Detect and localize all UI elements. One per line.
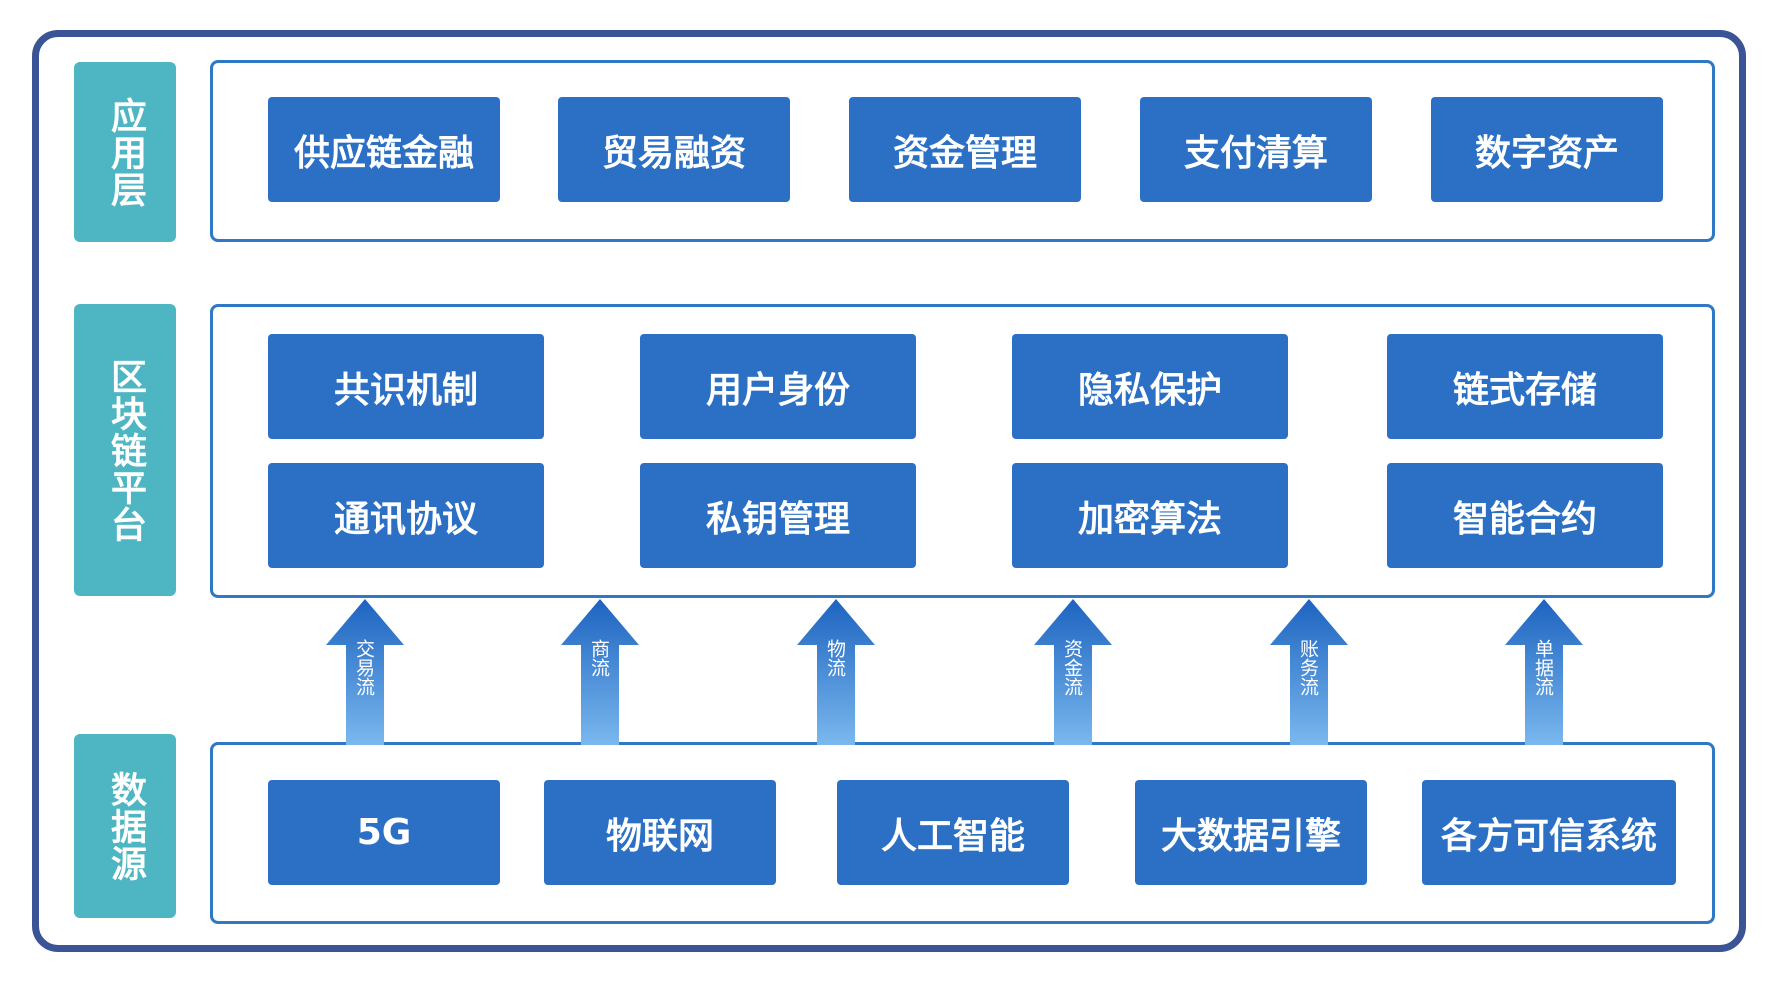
flow-arrow-5: 账务流 — [1270, 599, 1348, 745]
flow-label: 交易流 — [353, 639, 375, 696]
platform-module: 用户身份 — [640, 334, 916, 439]
flow-label: 单据流 — [1532, 639, 1554, 696]
platform-module: 隐私保护 — [1012, 334, 1288, 439]
platform-module: 智能合约 — [1387, 463, 1663, 568]
data-module: 物联网 — [544, 780, 776, 885]
layer-label-text: 应用层 — [105, 96, 146, 208]
layer-label-data-source: 数据源 — [74, 734, 176, 918]
layer-label-text: 区块链平台 — [105, 357, 146, 543]
flow-arrow-1: 交易流 — [326, 599, 404, 745]
data-module: 人工智能 — [837, 780, 1069, 885]
layer-label-text: 数据源 — [105, 770, 146, 882]
layer-label-application: 应用层 — [74, 62, 176, 242]
data-module: 各方可信系统 — [1422, 780, 1676, 885]
layer-label-platform: 区块链平台 — [74, 304, 176, 596]
app-module: 资金管理 — [849, 97, 1081, 202]
app-module: 数字资产 — [1431, 97, 1663, 202]
flow-label: 商流 — [588, 639, 610, 677]
platform-module: 加密算法 — [1012, 463, 1288, 568]
data-module: 大数据引擎 — [1135, 780, 1367, 885]
app-module: 供应链金融 — [268, 97, 500, 202]
app-module: 贸易融资 — [558, 97, 790, 202]
flow-label: 物流 — [824, 639, 846, 677]
flow-arrow-4: 资金流 — [1034, 599, 1112, 745]
data-module: 5G — [268, 780, 500, 885]
platform-module: 通讯协议 — [268, 463, 544, 568]
platform-module: 私钥管理 — [640, 463, 916, 568]
flow-label: 账务流 — [1297, 639, 1319, 696]
flow-label: 资金流 — [1061, 639, 1083, 696]
platform-module: 共识机制 — [268, 334, 544, 439]
platform-module: 链式存储 — [1387, 334, 1663, 439]
flow-arrow-6: 单据流 — [1505, 599, 1583, 745]
app-module: 支付清算 — [1140, 97, 1372, 202]
flow-arrow-2: 商流 — [561, 599, 639, 745]
flow-arrow-3: 物流 — [797, 599, 875, 745]
